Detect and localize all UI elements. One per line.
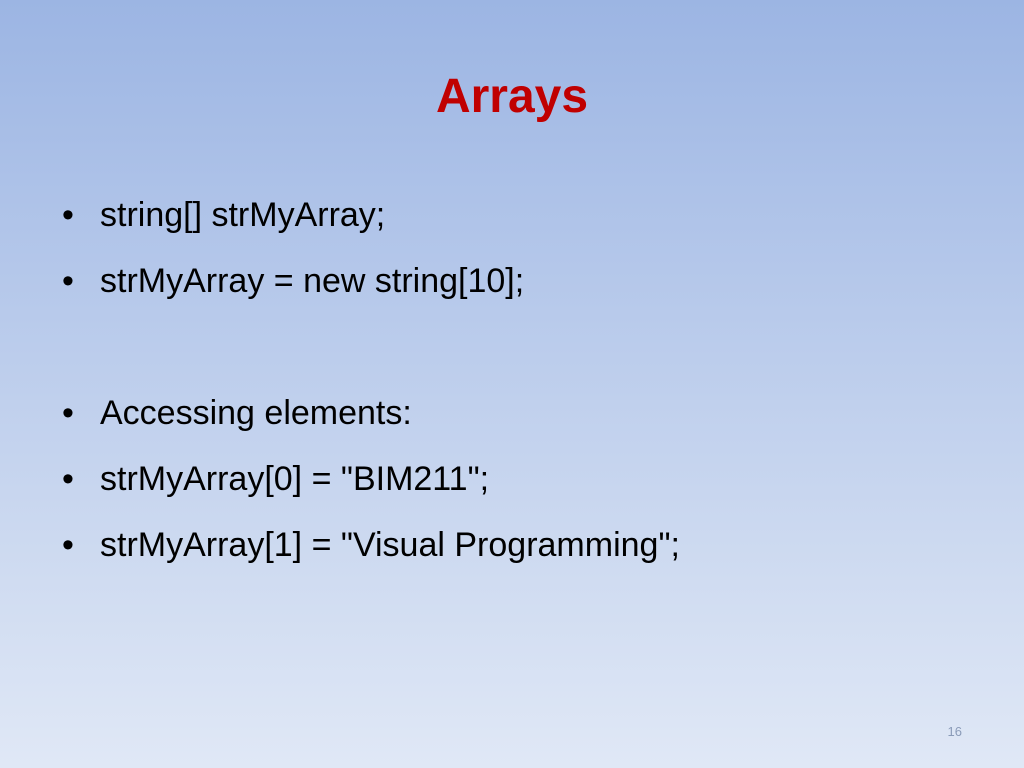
bullet-text: strMyArray[0] = "BIM211"; — [100, 460, 490, 498]
bullet-text: string[] strMyArray; — [100, 196, 386, 234]
bullet-item: • strMyArray = new string[10]; — [58, 251, 978, 317]
bullet-item: • string[] strMyArray; — [58, 185, 978, 251]
bullet-icon: • — [62, 526, 74, 564]
bullet-item: • Accessing elements: — [58, 383, 978, 449]
bullet-icon: • — [62, 196, 74, 234]
bullet-icon: • — [62, 262, 74, 300]
bullet-item: • strMyArray[0] = "BIM211"; — [58, 449, 978, 515]
bullet-text: strMyArray[1] = "Visual Programming"; — [100, 526, 680, 564]
bullet-icon: • — [62, 460, 74, 498]
bullet-text: strMyArray = new string[10]; — [100, 262, 525, 300]
bullet-item: • strMyArray[1] = "Visual Programming"; — [58, 515, 978, 581]
slide-number: 16 — [947, 724, 962, 739]
slide-title: Arrays — [435, 70, 589, 123]
bullet-list: • string[] strMyArray; • strMyArray = ne… — [58, 185, 978, 581]
bullet-text: Accessing elements: — [100, 394, 412, 432]
bullet-icon: • — [62, 394, 74, 432]
